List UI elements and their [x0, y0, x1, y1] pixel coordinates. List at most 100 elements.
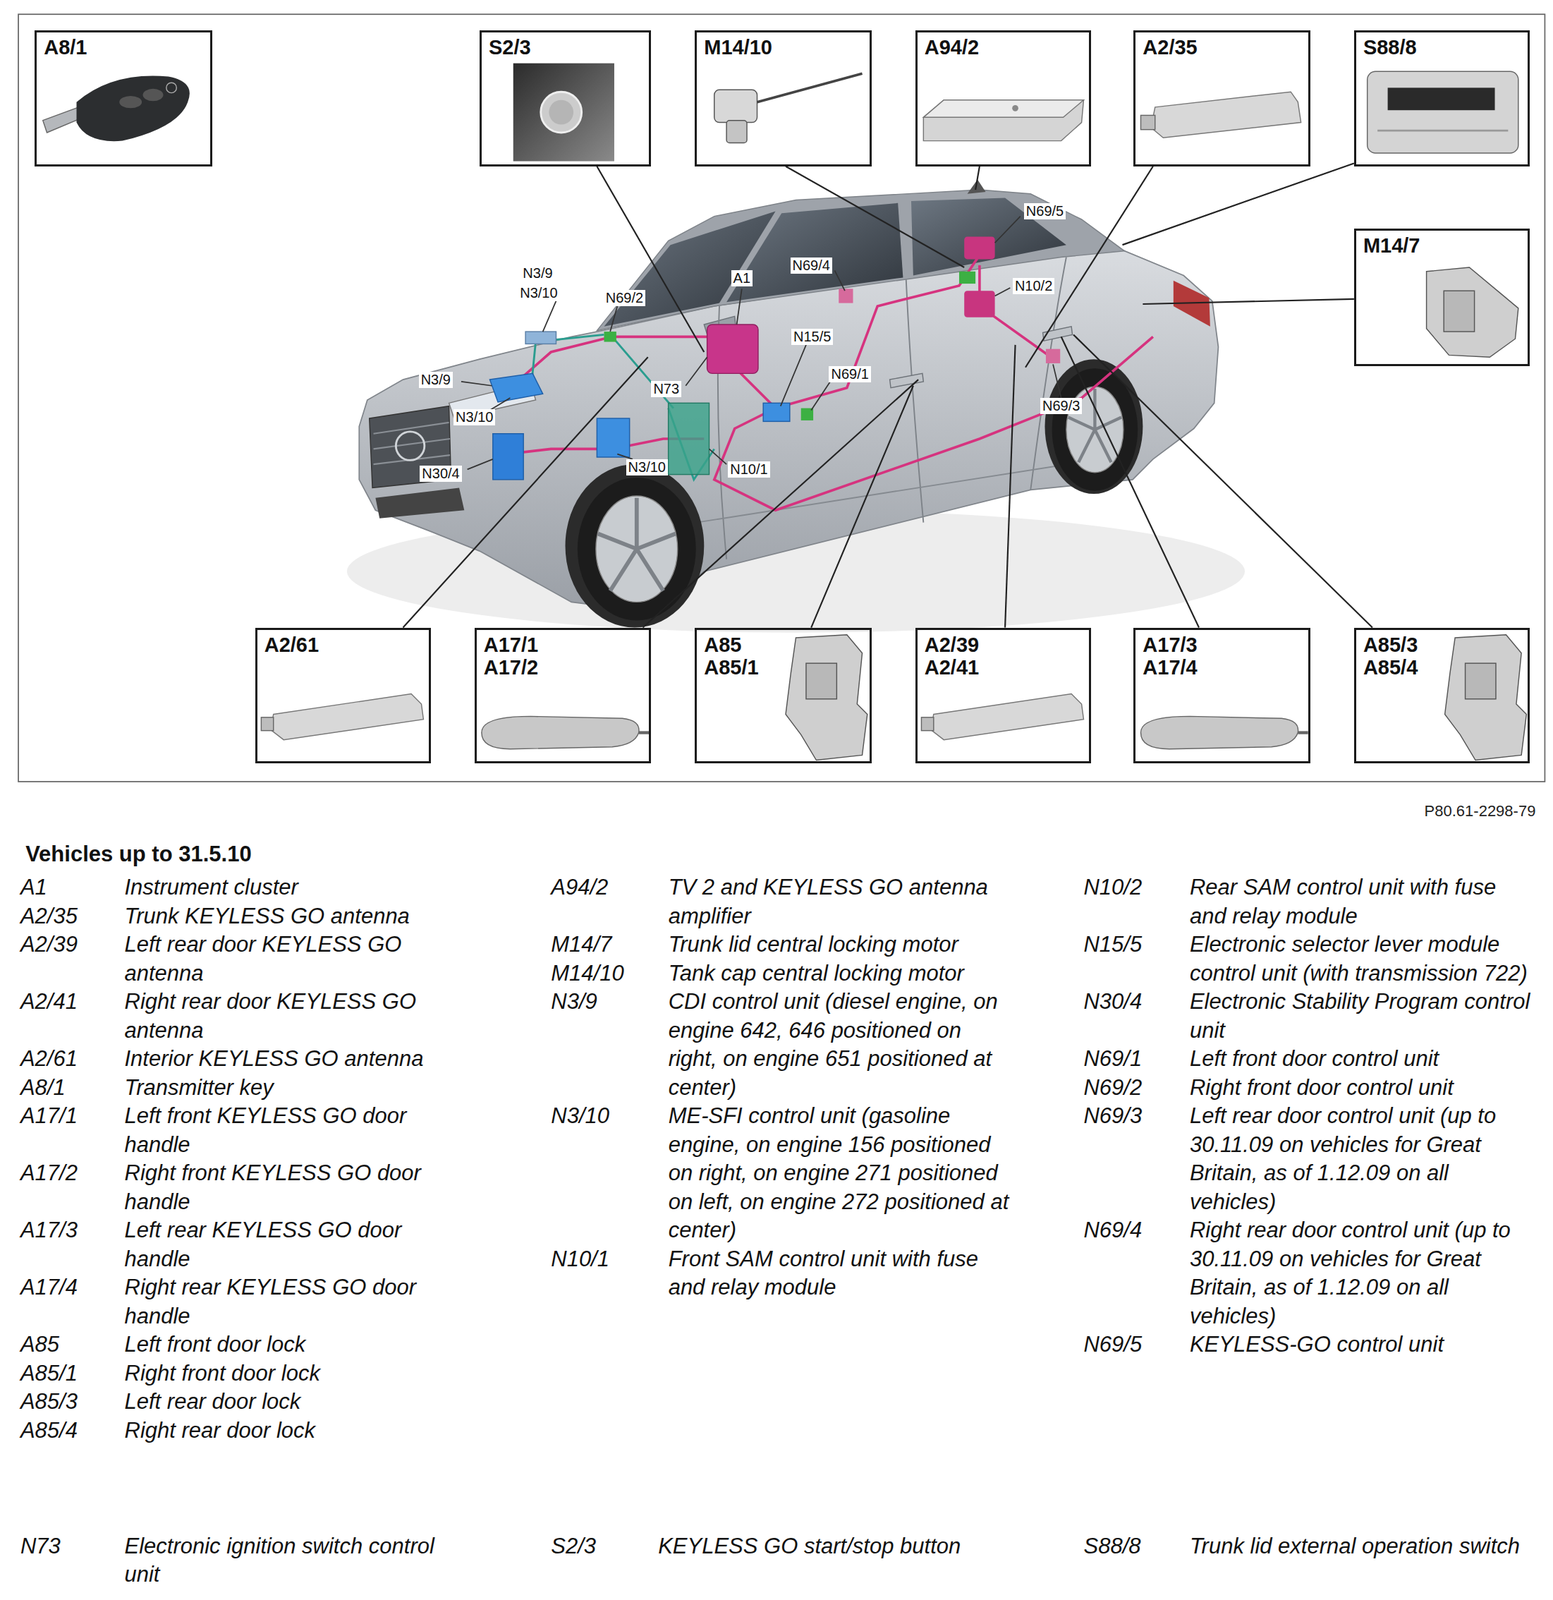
table-description: Tank cap central locking motor [668, 959, 1016, 989]
label-slot: N69/5 [1024, 203, 1066, 220]
table-code: A94/2 [550, 873, 608, 903]
label-slot: N10/1 [550, 1244, 610, 1274]
door-handle [1141, 715, 1299, 749]
label-slot: N3/10 [550, 1101, 610, 1131]
module [959, 271, 976, 284]
callout-label: N73 [650, 380, 682, 398]
component-box: M14/7 [1354, 228, 1530, 367]
label-slot: Left front door control unit [1189, 1044, 1532, 1074]
part-code: S2/3 [488, 36, 532, 60]
part-code: A8/1 [43, 36, 87, 60]
door-handle [890, 373, 924, 388]
label-slot: N69/2 [1083, 1073, 1142, 1103]
callout-label: N30/4 [419, 465, 462, 482]
label-slot: Tank cap central locking motor [668, 959, 1016, 989]
leader-line [785, 166, 965, 268]
table-description: ME-SFI control unit (gasoline engine, on… [668, 1101, 1016, 1245]
label-slot: Electronic Stability Program control uni… [1189, 987, 1532, 1045]
label-slot: Right rear KEYLESS GO door handle [124, 1273, 467, 1331]
callout-label: N69/5 [1024, 203, 1066, 220]
component-box: S88/8 [1354, 30, 1530, 166]
table-code: M14/10 [550, 959, 624, 989]
table-description: Right front KEYLESS GO door handle [124, 1158, 467, 1216]
amplifier-plug [1012, 105, 1019, 112]
label-slot: KEYLESS GO start/stop button [658, 1531, 1006, 1561]
table-code: N69/1 [1083, 1044, 1142, 1074]
table-description: Right rear door KEYLESS GO antenna [124, 987, 467, 1045]
label-slot: N30/4 [1083, 987, 1142, 1017]
switch-slot [1387, 87, 1496, 111]
part-code: A2/35 [1142, 36, 1197, 60]
module [838, 288, 853, 303]
label-slot: S2/3 [550, 1531, 596, 1561]
table-description: KEYLESS-GO control unit [1189, 1330, 1532, 1360]
callout-label: N3/9 [418, 371, 453, 388]
label-slot: N73 [650, 380, 682, 398]
table-description: Transmitter key [124, 1073, 467, 1103]
antenna-plug [921, 717, 934, 731]
car [346, 179, 1245, 633]
label-slot: Trunk KEYLESS GO antenna [124, 902, 467, 931]
part-code: S88/8 [1363, 36, 1417, 60]
label-slot: Right front door control unit [1189, 1073, 1532, 1103]
leader-line [780, 344, 807, 407]
label-slot: N10/2 [1012, 277, 1055, 295]
part-code: A85/3 [1363, 634, 1418, 657]
rear-side-window [911, 198, 1067, 276]
table-description: Left front door control unit [1189, 1044, 1532, 1074]
air-intake [375, 487, 465, 518]
callout-leaders [461, 216, 1062, 470]
label-slot: A1 [731, 270, 753, 287]
label-slot: N15/5 [791, 328, 833, 345]
part-code: A85/1 [703, 656, 759, 680]
rim [595, 495, 678, 602]
grille-bars [373, 422, 451, 465]
label-slot: CDI control unit (diesel engine, on engi… [668, 987, 1016, 1102]
module [964, 236, 995, 260]
label-slot: M14/7 [550, 930, 612, 960]
label-slot: Left front door lock [124, 1330, 467, 1360]
label-slot: A2/61 [20, 1044, 78, 1074]
table-code: N3/10 [550, 1101, 610, 1131]
table-description: TV 2 and KEYLESS GO antenna amplifier [668, 873, 1016, 931]
leader-line [1025, 166, 1154, 368]
label-slot: Trunk lid external operation switch [1189, 1531, 1532, 1561]
table-description: Left rear KEYLESS GO door handle [124, 1215, 467, 1274]
part-code: A2/41 [924, 656, 979, 680]
module [525, 331, 556, 344]
table-description: Electronic Stability Program control uni… [1189, 987, 1532, 1045]
table-description: Right rear door lock [124, 1416, 467, 1446]
part-code: A2/39 [924, 634, 979, 657]
table-title: Vehicles up to 31.5.10 [25, 840, 252, 867]
label-slot: Instrument cluster [124, 873, 467, 903]
part-code: A17/4 [1142, 656, 1197, 680]
table-code: A17/1 [20, 1101, 78, 1131]
leader-line [1073, 334, 1373, 627]
table-description: Right rear door control unit (up to 30.1… [1189, 1215, 1532, 1331]
table-code: N15/5 [1083, 930, 1142, 960]
door-lock [785, 634, 868, 761]
table-code: N30/4 [1083, 987, 1142, 1017]
handle-cable [1297, 730, 1308, 734]
label-slot: Right front KEYLESS GO door handle [124, 1158, 467, 1216]
label-slot: N69/3 [1083, 1101, 1142, 1131]
leader-line [811, 379, 832, 410]
label-slot: Right rear door KEYLESS GO antenna [124, 987, 467, 1045]
table-code: N69/5 [1083, 1330, 1142, 1360]
part-code: A17/3 [1142, 634, 1197, 657]
leader-line [685, 356, 707, 386]
label-slot: N69/3 [1040, 397, 1082, 414]
label-slot: N3/9 [550, 987, 597, 1017]
table-code: A85/4 [20, 1416, 78, 1446]
table-code: A85/3 [20, 1387, 78, 1417]
table-description: Left front door lock [124, 1330, 467, 1360]
callout-label: N69/4 [790, 257, 833, 274]
label-slot: N69/4 [1083, 1215, 1142, 1245]
antenna-amplifier [923, 100, 1084, 142]
part-code: M14/7 [1363, 234, 1421, 258]
module [707, 324, 759, 374]
label-slot: N69/5 [1083, 1330, 1142, 1360]
